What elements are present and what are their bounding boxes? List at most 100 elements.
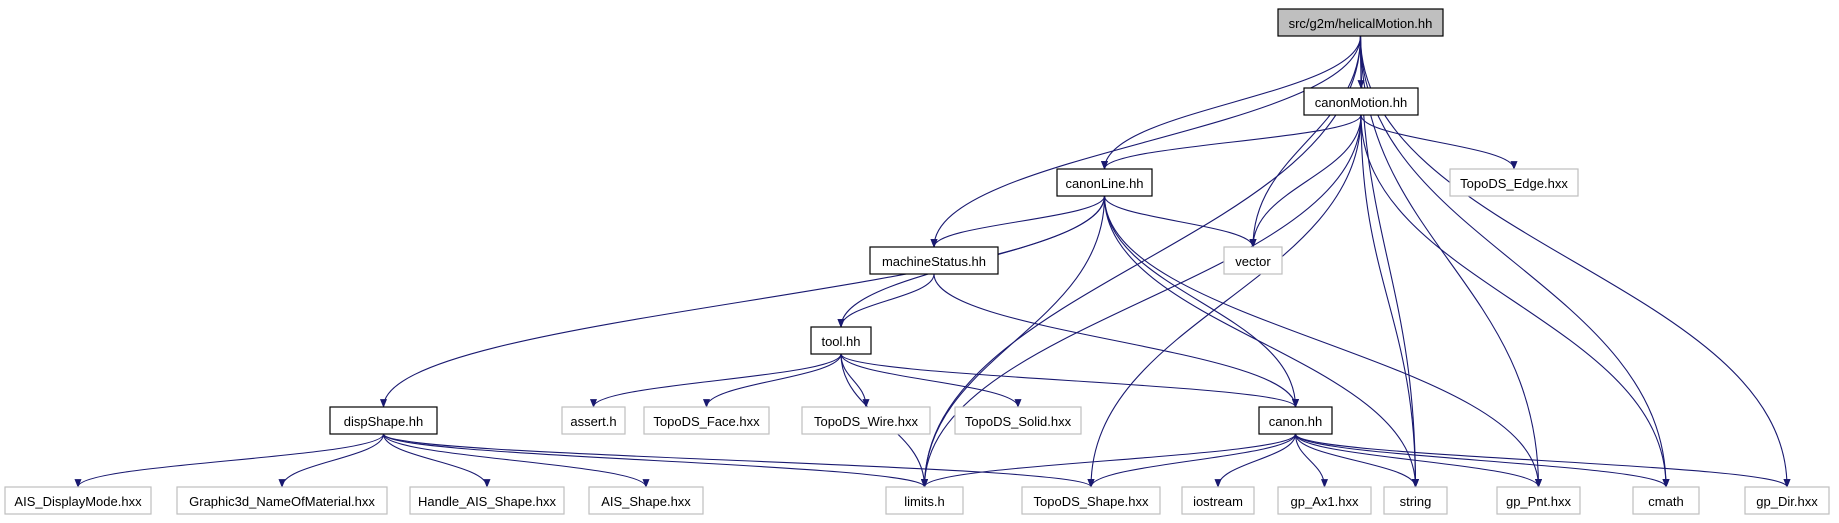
edge-canonMotion-to-canonLine	[1101, 114, 1362, 170]
node-gp_Dir: gp_Dir.hxx	[1744, 486, 1830, 515]
node-label-TopoDS_Edge: TopoDS_Edge.hxx	[1460, 176, 1568, 191]
edge-canonLine-to-vector	[1103, 195, 1257, 248]
node-box-canon	[1258, 406, 1333, 435]
node-label-AIS_DisplayMode: AIS_DisplayMode.hxx	[14, 494, 142, 509]
node-box-gp_Pnt	[1496, 486, 1581, 515]
node-root[interactable]: src/g2m/helicalMotion.hh	[1277, 8, 1444, 37]
node-TopoDS_Edge: TopoDS_Edge.hxx	[1449, 168, 1579, 197]
edge-canon-to-string	[1294, 433, 1419, 488]
edge-machineStatus-to-tool	[837, 273, 935, 328]
node-canon[interactable]: canon.hh	[1258, 406, 1333, 435]
node-box-tool	[810, 326, 872, 355]
edge-machineStatus-to-canon	[933, 273, 1299, 408]
edge-canon-to-cmath	[1294, 433, 1670, 488]
node-box-Graphic3d	[176, 486, 388, 515]
node-box-root	[1277, 8, 1444, 37]
node-canonLine[interactable]: canonLine.hh	[1056, 168, 1153, 197]
node-label-gp_Dir: gp_Dir.hxx	[1756, 494, 1818, 509]
edge-canonMotion-to-TopoDS_Edge	[1360, 114, 1518, 170]
node-box-TopoDS_Solid	[954, 406, 1082, 435]
edge-canon-to-gp_Dir	[1294, 433, 1791, 488]
node-box-gp_Dir	[1744, 486, 1830, 515]
node-AIS_Shape: AIS_Shape.hxx	[588, 486, 704, 515]
edge-tool-to-canon	[840, 353, 1299, 408]
node-machineStatus[interactable]: machineStatus.hh	[869, 246, 999, 275]
node-string: string	[1383, 486, 1448, 515]
node-label-canon: canon.hh	[1269, 414, 1323, 429]
node-box-canonLine	[1056, 168, 1153, 197]
edge-canonMotion-to-string	[1360, 114, 1420, 488]
edge-canon-to-iostream	[1214, 433, 1297, 488]
node-label-gp_Pnt: gp_Pnt.hxx	[1506, 494, 1572, 509]
edge-canonMotion-to-vector	[1249, 114, 1362, 248]
node-box-TopoDS_Wire	[801, 406, 931, 435]
node-label-assert: assert.h	[570, 414, 616, 429]
node-TopoDS_Shape: TopoDS_Shape.hxx	[1021, 486, 1161, 515]
node-gp_Pnt: gp_Pnt.hxx	[1496, 486, 1581, 515]
node-label-iostream: iostream	[1193, 494, 1243, 509]
edge-dispShape-to-Graphic3d	[278, 433, 385, 488]
node-dispShape[interactable]: dispShape.hh	[329, 406, 438, 435]
node-gp_Ax1: gp_Ax1.hxx	[1277, 486, 1372, 515]
node-box-assert	[561, 406, 626, 435]
node-label-TopoDS_Solid: TopoDS_Solid.hxx	[965, 414, 1072, 429]
node-TopoDS_Solid: TopoDS_Solid.hxx	[954, 406, 1082, 435]
edge-canon-to-gp_Pnt	[1294, 433, 1542, 488]
node-box-TopoDS_Edge	[1449, 168, 1579, 197]
node-AIS_DisplayMode: AIS_DisplayMode.hxx	[4, 486, 152, 515]
edge-root-to-vector	[1249, 35, 1362, 248]
node-label-dispShape: dispShape.hh	[344, 414, 424, 429]
node-Handle_AIS: Handle_AIS_Shape.hxx	[409, 486, 565, 515]
edge-dispShape-to-Handle_AIS	[382, 433, 491, 488]
node-box-iostream	[1181, 486, 1255, 515]
edge-root-to-gp_Dir	[1359, 35, 1791, 488]
node-label-AIS_Shape: AIS_Shape.hxx	[601, 494, 691, 509]
node-tool[interactable]: tool.hh	[810, 326, 872, 355]
edge-canonMotion-to-TopoDS_Shape	[1087, 114, 1362, 488]
node-assert: assert.h	[561, 406, 626, 435]
edge-canon-to-gp_Ax1	[1294, 433, 1329, 488]
edge-canonLine-to-machineStatus	[930, 195, 1106, 248]
node-box-canonMotion	[1303, 87, 1419, 116]
node-label-cmath: cmath	[1648, 494, 1683, 509]
node-label-canonMotion: canonMotion.hh	[1315, 95, 1408, 110]
edge-canonLine-to-canon	[1103, 195, 1300, 408]
edge-tool-to-TopoDS_Face	[703, 353, 842, 408]
edge-canonLine-to-limits	[920, 195, 1106, 488]
node-label-Graphic3d: Graphic3d_NameOfMaterial.hxx	[189, 494, 375, 509]
node-box-gp_Ax1	[1277, 486, 1372, 515]
node-label-TopoDS_Wire: TopoDS_Wire.hxx	[814, 414, 919, 429]
edge-dispShape-to-limits	[382, 433, 928, 488]
node-label-limits: limits.h	[904, 494, 944, 509]
node-box-AIS_DisplayMode	[4, 486, 152, 515]
node-label-TopoDS_Face: TopoDS_Face.hxx	[653, 414, 760, 429]
node-box-TopoDS_Shape	[1021, 486, 1161, 515]
node-box-cmath	[1632, 486, 1700, 515]
edge-canonLine-to-dispShape	[380, 195, 1106, 408]
node-box-TopoDS_Face	[643, 406, 770, 435]
node-box-machineStatus	[869, 246, 999, 275]
edge-dispShape-to-TopoDS_Shape	[382, 433, 1095, 488]
edge-canonMotion-to-limits	[921, 114, 1362, 488]
node-Graphic3d: Graphic3d_NameOfMaterial.hxx	[176, 486, 388, 515]
node-label-Handle_AIS: Handle_AIS_Shape.hxx	[418, 494, 557, 509]
edge-canonLine-to-string	[1103, 195, 1420, 488]
node-label-vector: vector	[1235, 254, 1271, 269]
node-TopoDS_Face: TopoDS_Face.hxx	[643, 406, 770, 435]
node-limits: limits.h	[885, 486, 964, 515]
node-box-vector	[1223, 246, 1283, 275]
node-TopoDS_Wire: TopoDS_Wire.hxx	[801, 406, 931, 435]
edge-dispShape-to-AIS_Shape	[382, 433, 650, 488]
nodes-layer: src/g2m/helicalMotion.hh canonMotion.hh ca…	[4, 8, 1830, 515]
edge-canonMotion-to-cmath	[1360, 114, 1670, 488]
node-label-machineStatus: machineStatus.hh	[882, 254, 986, 269]
edge-dispShape-to-AIS_DisplayMode	[74, 433, 385, 488]
node-canonMotion[interactable]: canonMotion.hh	[1303, 87, 1419, 116]
node-label-string: string	[1400, 494, 1432, 509]
edge-canon-to-limits	[921, 433, 1297, 488]
node-box-AIS_Shape	[588, 486, 704, 515]
node-box-limits	[885, 486, 964, 515]
node-box-string	[1383, 486, 1448, 515]
node-cmath: cmath	[1632, 486, 1700, 515]
